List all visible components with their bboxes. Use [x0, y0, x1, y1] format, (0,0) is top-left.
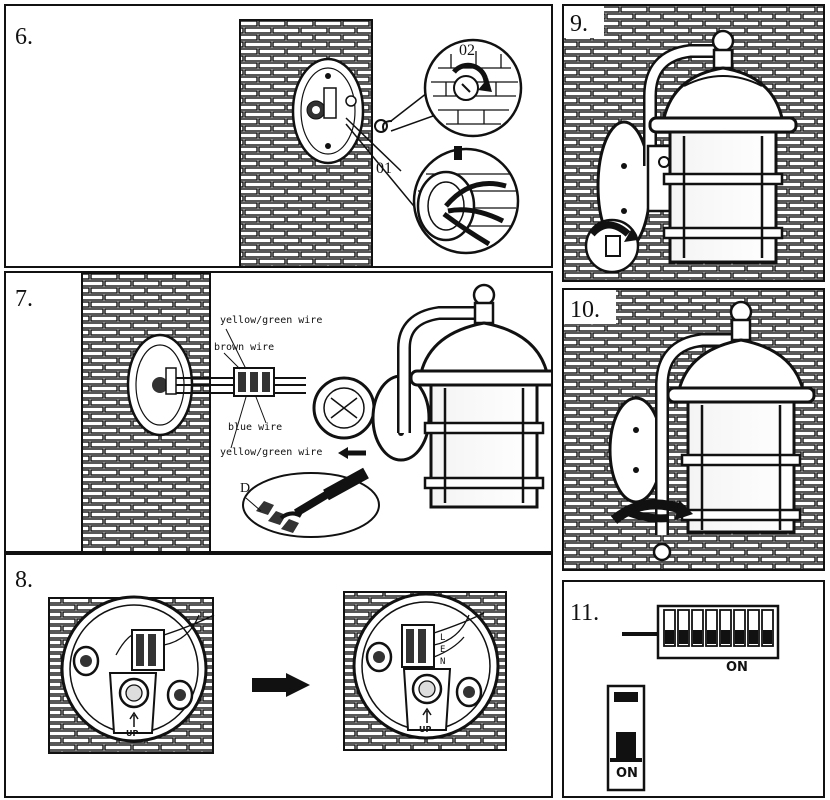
- step-number: 9.: [568, 11, 590, 37]
- step-number: 7.: [15, 286, 33, 312]
- step-7-panel: 7. yellow/green wire brow: [4, 271, 553, 553]
- label-brown-wire: brown wire: [214, 342, 275, 353]
- dip-switch-block: [656, 604, 780, 660]
- step-10-illustration: [564, 290, 823, 569]
- label-yellow-green-wire-bottom: yellow/green wire: [220, 447, 323, 458]
- step-11-illustration: [606, 604, 780, 792]
- step-11-panel: 11. ON ON: [562, 580, 825, 798]
- terminal-mark-n: N: [440, 657, 446, 667]
- step-number: 6.: [15, 24, 33, 50]
- step-8-panel: 8.: [4, 553, 553, 798]
- rotate-arrow-icon: [589, 221, 631, 237]
- before-wiring: [48, 595, 215, 754]
- rotate-arrow-icon: [610, 499, 686, 524]
- step-6-illustration: [239, 19, 523, 266]
- terminal-mark-e: E: [440, 645, 446, 655]
- terminal-mark-l: L: [440, 633, 446, 643]
- dip-on-label: ON: [726, 660, 748, 675]
- lantern-roof: [662, 66, 784, 120]
- up-label-left: UP: [126, 729, 139, 738]
- label-yellow-green-wire-top: yellow/green wire: [220, 315, 323, 326]
- step-9-illustration: [564, 6, 823, 280]
- step-number: 8.: [15, 567, 33, 593]
- mount-plate: [608, 396, 664, 504]
- lantern-roof: [419, 321, 549, 375]
- up-label-right: UP: [419, 725, 432, 734]
- step-6-panel: 6. 02 01: [4, 4, 553, 268]
- callout-label-02: 02: [459, 42, 475, 59]
- step-number: 11.: [570, 600, 600, 626]
- lantern-roof: [677, 338, 805, 392]
- switch-on-label: ON: [616, 766, 638, 781]
- step-7-illustration: [81, 273, 551, 551]
- step-10-panel: 10.: [562, 288, 825, 571]
- finial: [711, 29, 735, 53]
- label-d: D: [240, 481, 251, 496]
- step-8-illustration: [48, 591, 507, 754]
- callout-label-01: 01: [376, 160, 392, 177]
- step-number: 10.: [568, 297, 602, 323]
- label-blue-wire: blue wire: [228, 422, 283, 433]
- after-wiring: [343, 591, 507, 751]
- step-9-panel: 9.: [562, 4, 825, 282]
- lantern-body: [668, 130, 778, 264]
- rotate-arrow-icon: [452, 62, 489, 83]
